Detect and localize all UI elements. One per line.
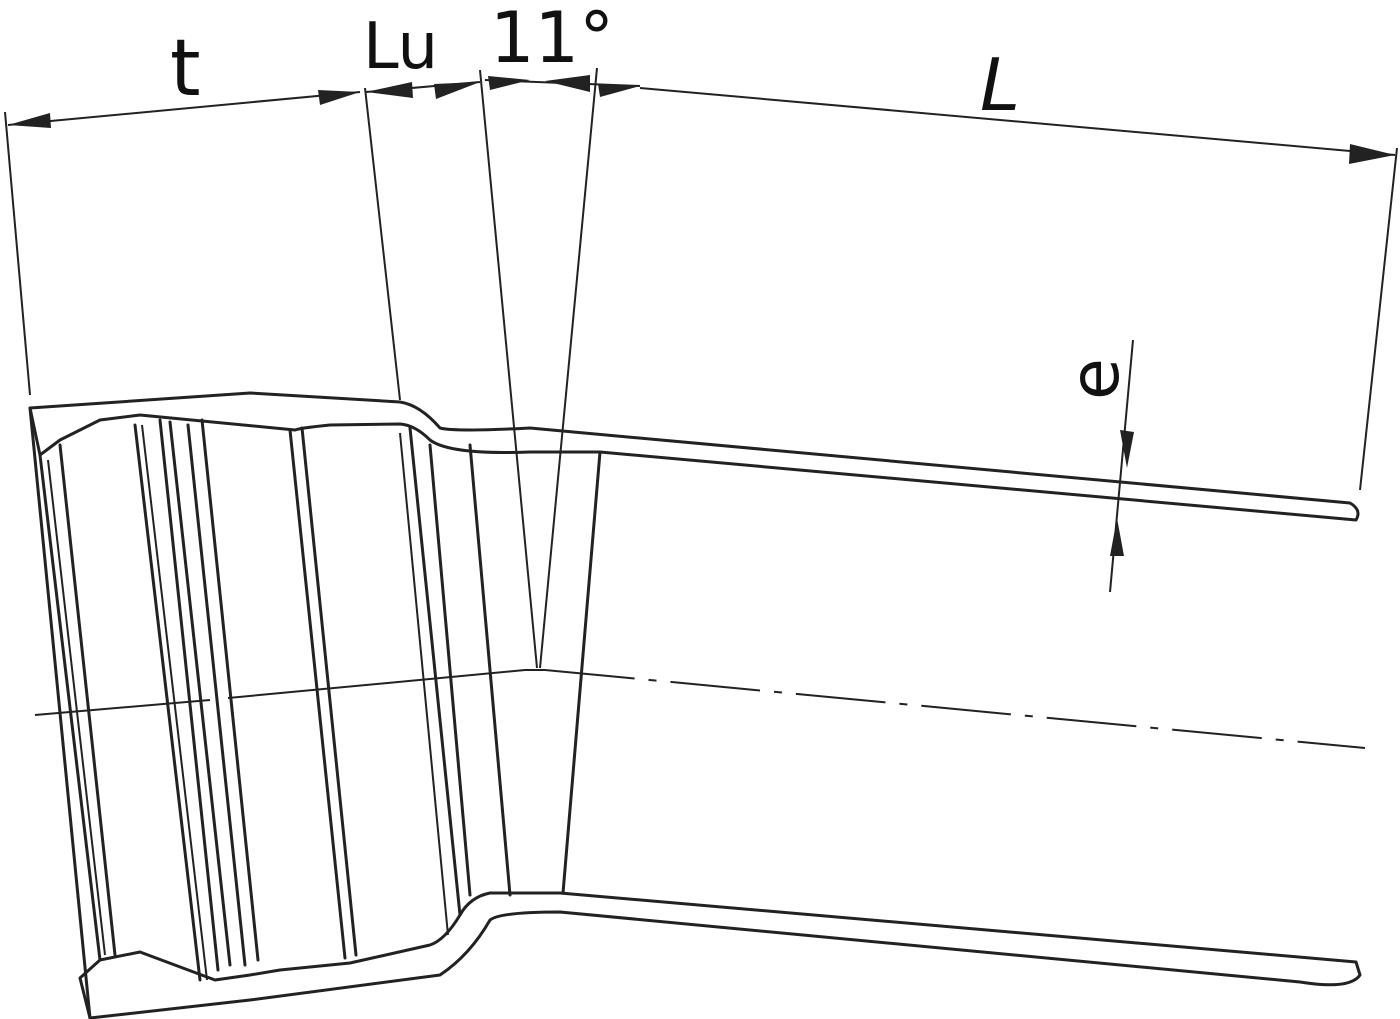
socket-interior [28, 406, 602, 1019]
label-lu: Lu [363, 10, 438, 84]
center-line-pipe [544, 669, 1366, 749]
label-l: L [980, 43, 1020, 127]
wall-bottom [78, 891, 1362, 1019]
angle-line-left [479, 69, 538, 669]
extension-lines [4, 87, 1398, 491]
label-e: e [1056, 358, 1135, 400]
label-angle: 11° [490, 0, 614, 79]
wall-top [28, 391, 1360, 522]
dimension-lu [365, 81, 481, 99]
dimension-e [1109, 339, 1134, 593]
angle-line-right [539, 67, 598, 669]
dimension-angle [484, 75, 641, 97]
center-line-socket [34, 669, 545, 716]
dimension-l [639, 87, 1396, 164]
label-t: t [170, 24, 201, 114]
dimension-t [7, 90, 361, 128]
